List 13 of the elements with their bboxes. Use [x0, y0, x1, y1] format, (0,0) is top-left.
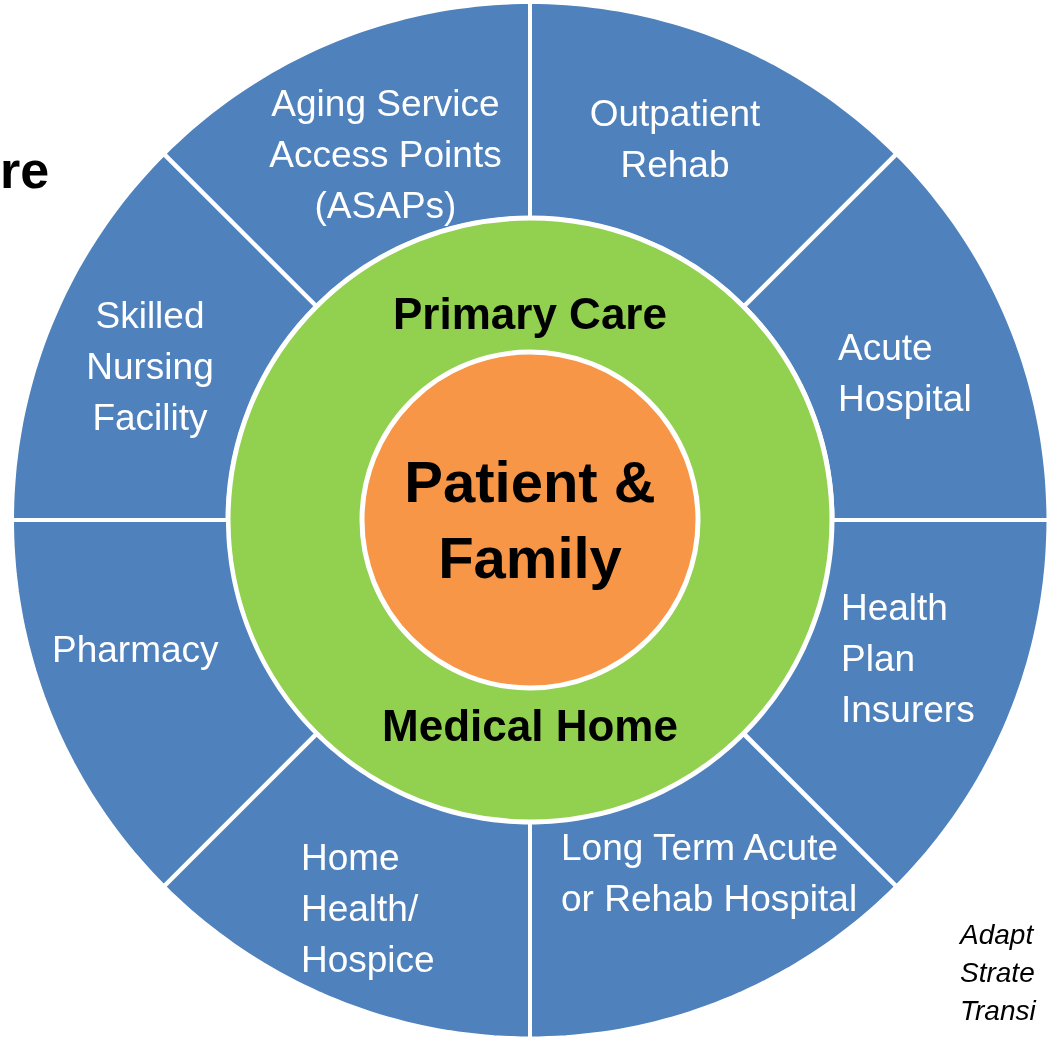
segment-label: Pharmacy [52, 628, 220, 672]
segment-label: Health Plan Insurers [841, 586, 976, 732]
source-note: Adapt Strate Transi [960, 918, 1038, 1028]
segment-label: Aging Service Access Points (ASAPs) [268, 82, 503, 228]
segment-label: Long Term Acute or Rehab Hospital [561, 826, 859, 921]
ring-label: Medical Home [381, 700, 679, 752]
ring-label: Primary Care [392, 288, 668, 340]
segment-label: Acute Hospital [838, 326, 973, 421]
center-label: Patient & Family [403, 448, 657, 592]
segment-label: Outpatient Rehab [588, 92, 762, 187]
heading-fragment: re [0, 140, 50, 200]
segment-label: Skilled Nursing Facility [85, 294, 215, 440]
segment-label: Home Health/ Hospice [301, 836, 436, 982]
